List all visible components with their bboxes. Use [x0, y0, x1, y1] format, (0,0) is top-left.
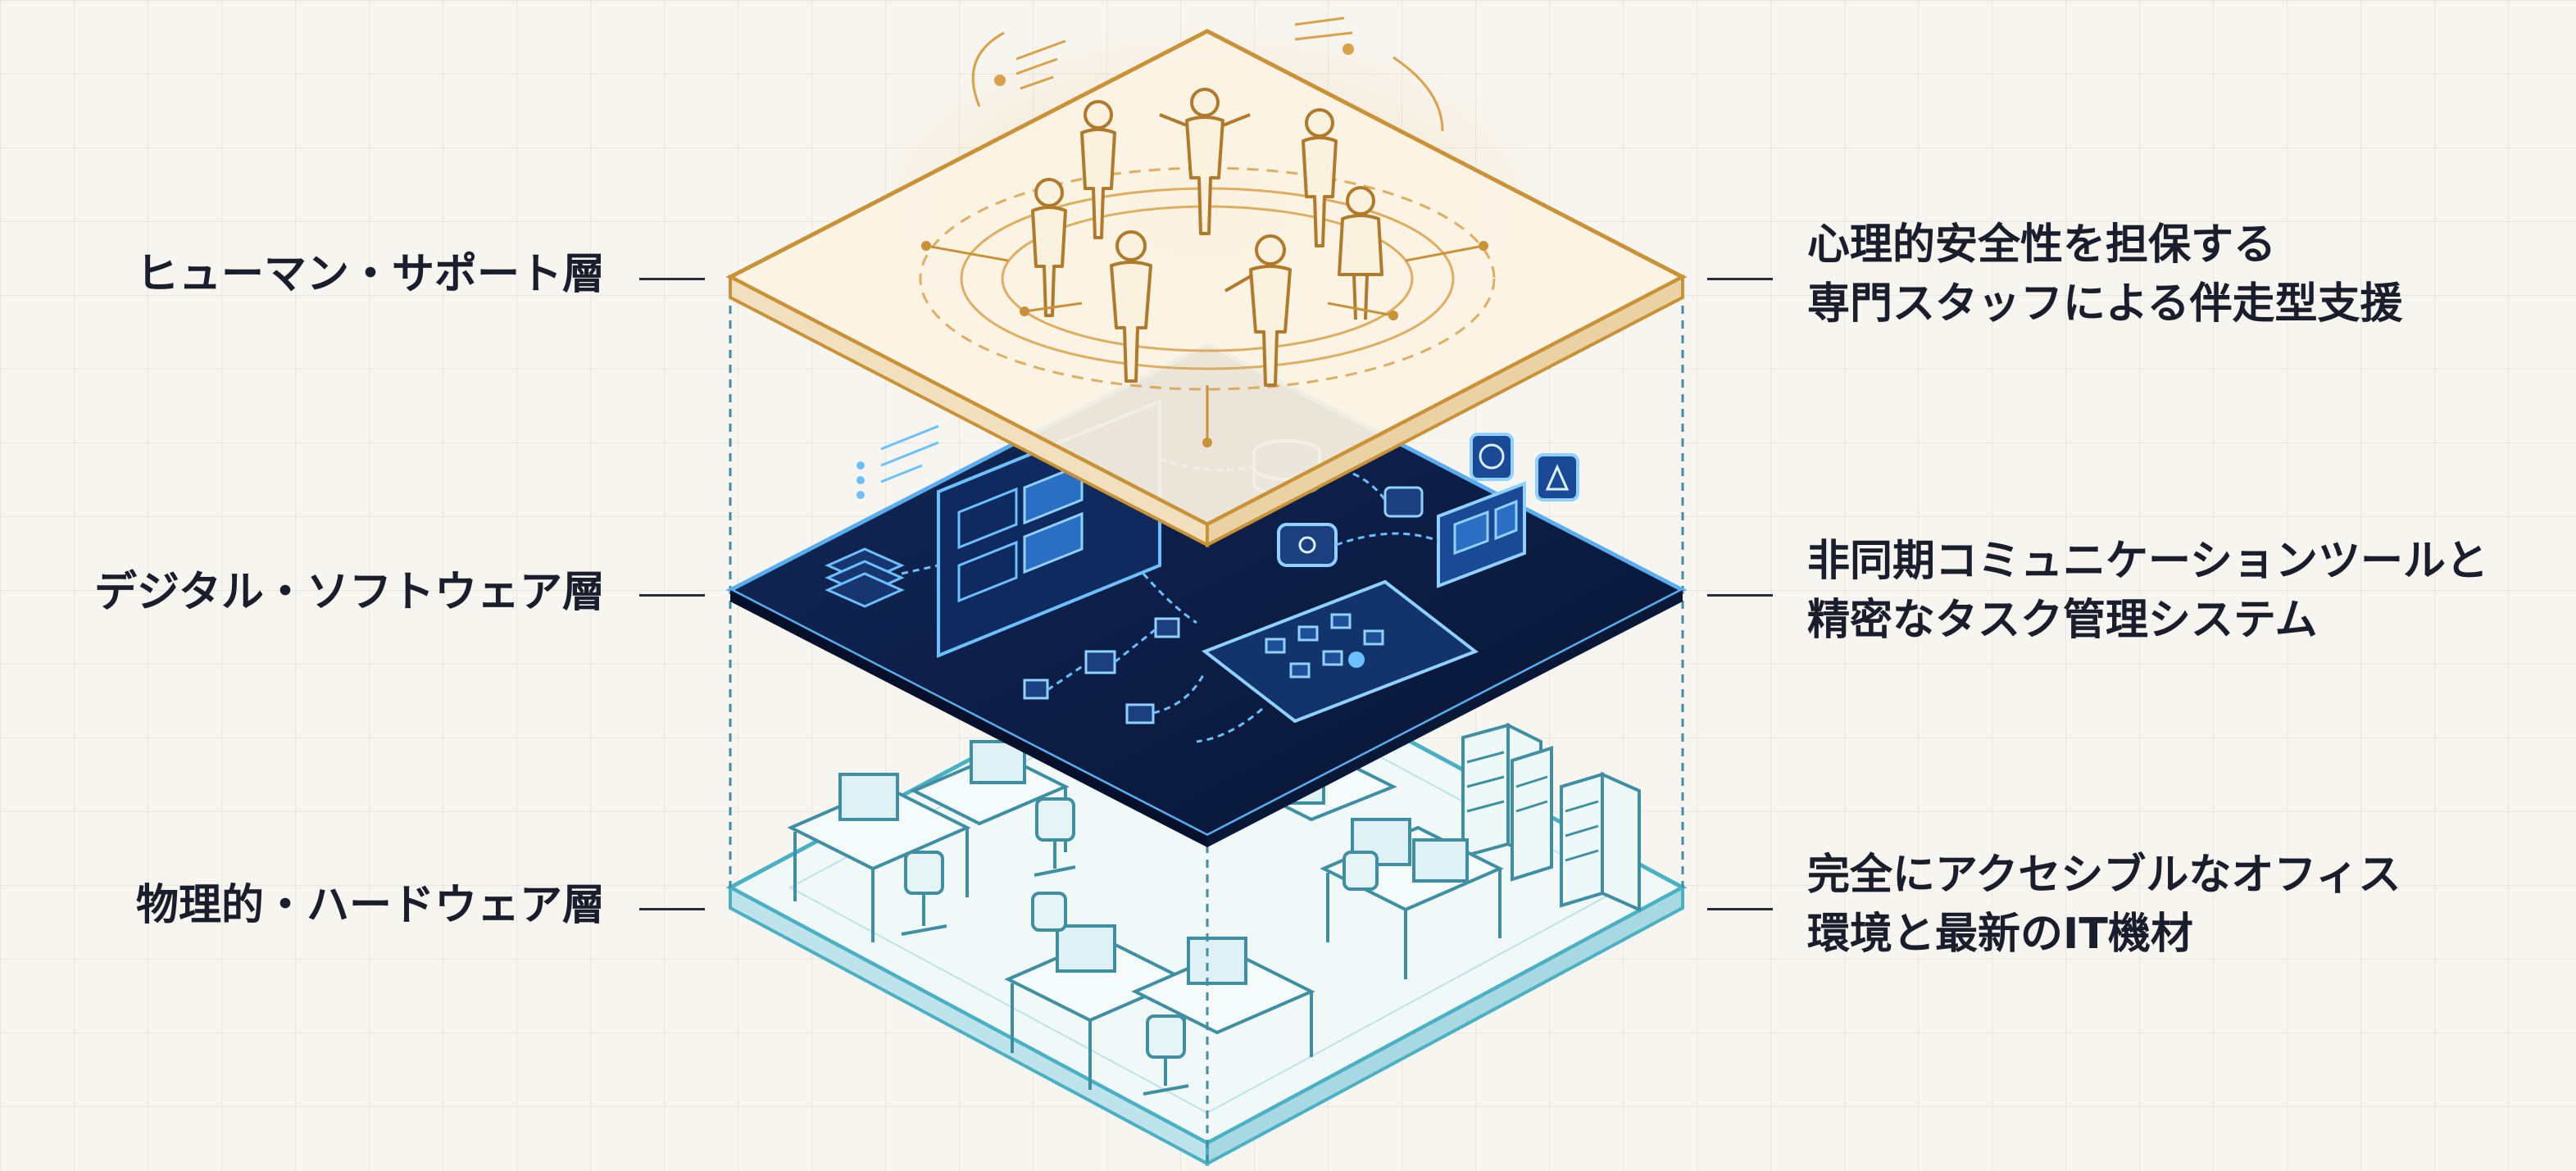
description-line: 精密なタスク管理システム	[1807, 595, 2318, 645]
human-layer	[725, 16, 1688, 548]
layer-description-digital: 非同期コミュニケーションツールと 精密なタスク管理システム	[1807, 533, 2488, 651]
description-line: 完全にアクセシブルなオフィス	[1807, 851, 2401, 900]
description-line: 環境と最新のIT機材	[1807, 909, 2193, 959]
connector-right-physical	[1707, 908, 1773, 910]
connector-right-human	[1707, 278, 1773, 280]
physical-layer	[725, 630, 1688, 1167]
server-rack-icon	[1461, 722, 1641, 913]
connector-left-digital	[639, 594, 705, 597]
connector-right-digital	[1707, 594, 1773, 597]
user-app-icon	[1535, 453, 1579, 502]
folder-icon	[1383, 486, 1424, 518]
description-line: 非同期コミュニケーションツールと	[1807, 537, 2488, 586]
layer-title-physical: 物理的・ハードウェア層	[135, 881, 605, 930]
task-board-icon	[1201, 579, 1479, 724]
layer-title-digital: デジタル・ソフトウェア層	[94, 568, 605, 617]
layer-title-human: ヒューマン・サポート層	[135, 250, 605, 299]
chair-icon	[901, 797, 1379, 1096]
chat-bubble-icon	[1277, 523, 1338, 567]
monitor-tool-icon	[1437, 481, 1526, 588]
description-line: 専門スタッフによる伴走型支援	[1807, 279, 2403, 329]
database-stack-icon	[825, 547, 905, 608]
staff-person-icon	[1031, 88, 1383, 387]
description-line: 心理的安全性を担保する	[1807, 220, 2277, 270]
connector-left-physical	[639, 908, 705, 910]
connector-left-human	[639, 278, 705, 280]
layer-description-human: 心理的安全性を担保する 専門スタッフによる伴走型支援	[1807, 216, 2402, 334]
sync-app-icon	[1470, 433, 1514, 481]
layer-description-physical: 完全にアクセシブルなオフィス 環境と最新のIT機材	[1807, 846, 2401, 964]
desk-icon	[787, 740, 1504, 1090]
